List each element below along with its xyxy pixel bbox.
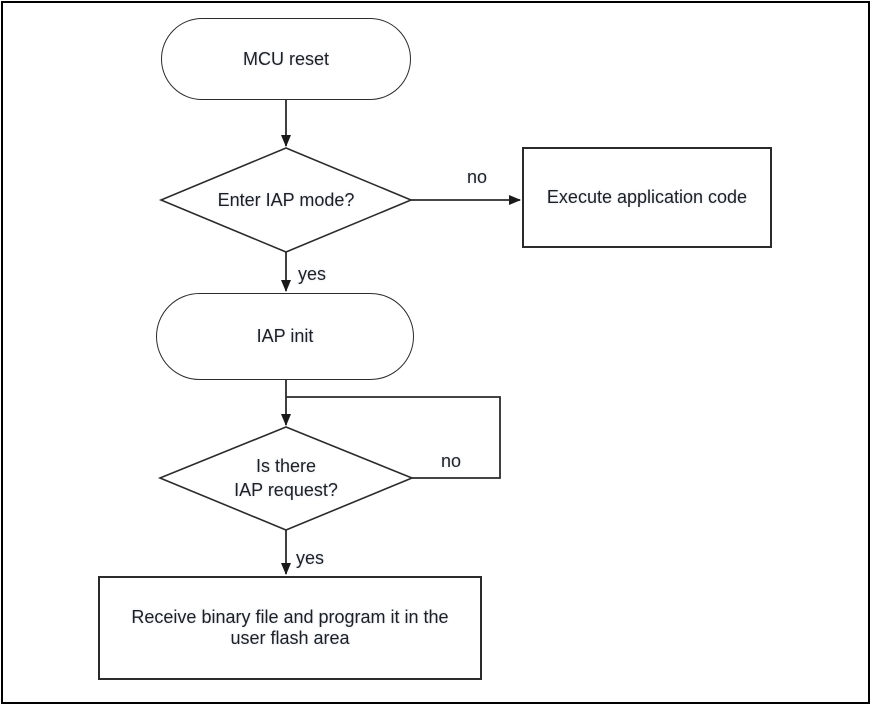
loop-iap-request-no — [286, 396, 501, 479]
node-receive-binary-file: Receive binary file and program it in th… — [98, 576, 482, 680]
decision-iap-request-label: Is there IAP request? — [234, 455, 338, 500]
decision-enter-iap-label: Enter IAP mode? — [217, 189, 355, 210]
node-mcu-reset-label: MCU reset — [242, 48, 329, 69]
node-execute-application-code: Execute application code — [522, 147, 772, 248]
edge-label-enter-iap-no: no — [466, 167, 488, 187]
node-execute-application-code-label: Execute application code — [546, 187, 748, 207]
edge-label-iap-request-no: no — [440, 451, 462, 471]
node-mcu-reset: MCU reset — [161, 18, 411, 100]
decision-enter-iap-shape — [158, 147, 414, 253]
edge-label-enter-iap-yes: yes — [298, 264, 327, 284]
edge-label-iap-request-yes: yes — [296, 548, 325, 568]
node-receive-binary-file-label: Receive binary file and program it in th… — [131, 607, 449, 648]
node-iap-init: IAP init — [156, 293, 414, 380]
node-iap-init-label: IAP init — [256, 326, 314, 346]
decision-iap-request-shape — [157, 426, 415, 531]
